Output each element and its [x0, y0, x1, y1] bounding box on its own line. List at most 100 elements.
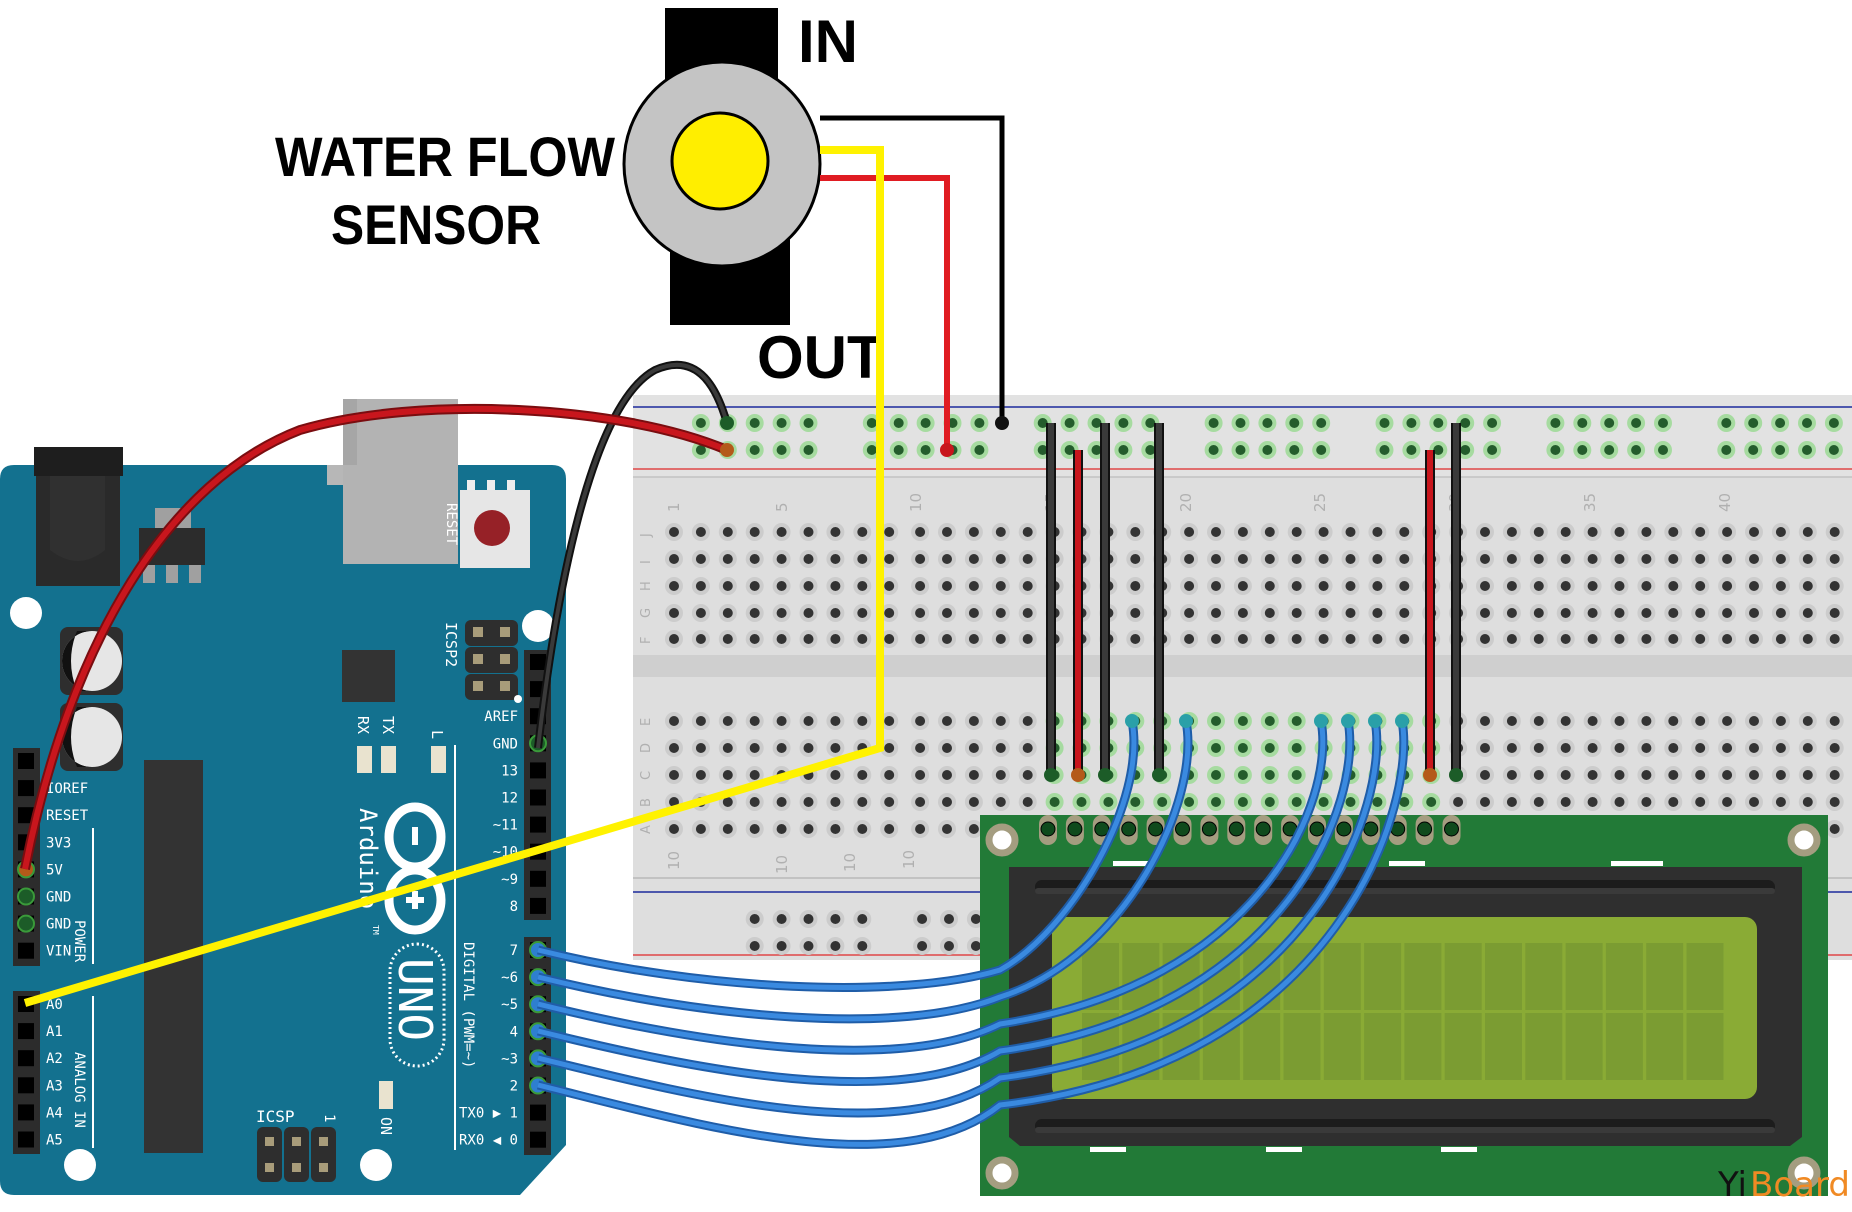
breadboard-hole[interactable] [1600, 441, 1619, 459]
breadboard-hole[interactable] [1798, 793, 1817, 811]
breadboard-hole[interactable] [913, 937, 932, 955]
breadboard-hole[interactable] [1476, 604, 1494, 622]
breadboard-hole[interactable] [772, 577, 791, 595]
breadboard-hole[interactable] [1771, 630, 1790, 648]
breadboard-hole[interactable] [991, 793, 1010, 811]
breadboard-hole[interactable] [1502, 766, 1521, 784]
breadboard-hole[interactable] [745, 793, 764, 811]
breadboard-hole[interactable] [665, 630, 683, 648]
breadboard-hole[interactable] [1476, 550, 1494, 568]
breadboard-hole[interactable] [799, 712, 818, 730]
breadboard-hole[interactable] [745, 441, 764, 459]
breadboard-hole[interactable] [940, 910, 958, 928]
breadboard-hole[interactable] [1610, 550, 1629, 568]
breadboard-hole[interactable] [1583, 577, 1602, 595]
breadboard-hole[interactable] [880, 523, 899, 541]
breadboard-hole[interactable] [718, 739, 737, 757]
header-pin[interactable] [530, 816, 546, 833]
breadboard-hole[interactable] [991, 712, 1010, 730]
breadboard-hole[interactable] [964, 604, 983, 622]
breadboard-hole[interactable] [1233, 550, 1252, 568]
breadboard-hole[interactable] [1287, 604, 1306, 622]
breadboard-hole[interactable] [1045, 793, 1064, 811]
breadboard-hole[interactable] [1476, 766, 1494, 784]
breadboard-hole[interactable] [1204, 414, 1223, 432]
breadboard-hole[interactable] [880, 604, 899, 622]
breadboard-hole[interactable] [1718, 712, 1737, 730]
breadboard-hole[interactable] [1771, 766, 1790, 784]
breadboard-hole[interactable] [1745, 523, 1763, 541]
breadboard-hole[interactable] [1798, 712, 1817, 730]
breadboard-hole[interactable] [1207, 766, 1225, 784]
breadboard-hole[interactable] [1691, 577, 1710, 595]
breadboard-hole[interactable] [799, 550, 818, 568]
breadboard-hole[interactable] [1825, 712, 1844, 730]
breadboard-hole[interactable] [911, 712, 930, 730]
breadboard-hole[interactable] [1745, 577, 1763, 595]
breadboard-hole[interactable] [1476, 630, 1494, 648]
breadboard-hole[interactable] [1798, 766, 1817, 784]
breadboard-hole[interactable] [1260, 712, 1279, 730]
breadboard-hole[interactable] [1610, 577, 1629, 595]
breadboard-hole[interactable] [938, 820, 956, 838]
breadboard-hole[interactable] [1556, 766, 1575, 784]
breadboard-hole[interactable] [964, 793, 983, 811]
breadboard-hole[interactable] [1771, 739, 1790, 757]
breadboard-hole[interactable] [853, 630, 872, 648]
breadboard-hole[interactable] [1825, 820, 1844, 838]
breadboard-hole[interactable] [1476, 793, 1494, 811]
breadboard-hole[interactable] [940, 937, 958, 955]
breadboard-hole[interactable] [1126, 630, 1145, 648]
breadboard-hole[interactable] [691, 604, 710, 622]
breadboard-hole[interactable] [991, 739, 1010, 757]
breadboard-hole[interactable] [1771, 414, 1790, 432]
breadboard-hole[interactable] [1126, 550, 1145, 568]
breadboard-hole[interactable] [745, 523, 764, 541]
breadboard-hole[interactable] [1556, 739, 1575, 757]
breadboard-hole[interactable] [799, 910, 818, 928]
breadboard-hole[interactable] [1314, 793, 1333, 811]
breadboard-hole[interactable] [1287, 766, 1306, 784]
breadboard-hole[interactable] [1018, 630, 1037, 648]
breadboard-hole[interactable] [772, 550, 791, 568]
breadboard-hole[interactable] [911, 766, 930, 784]
breadboard-hole[interactable] [1341, 604, 1360, 622]
breadboard-hole[interactable] [799, 523, 818, 541]
breadboard-hole[interactable] [1610, 793, 1629, 811]
breadboard-hole[interactable] [1556, 712, 1575, 730]
breadboard-hole[interactable] [1375, 441, 1394, 459]
breadboard-hole[interactable] [991, 577, 1010, 595]
breadboard-hole[interactable] [964, 739, 983, 757]
breadboard-hole[interactable] [1718, 630, 1737, 648]
breadboard-hole[interactable] [1502, 739, 1521, 757]
breadboard-hole[interactable] [1312, 441, 1331, 459]
breadboard-hole[interactable] [880, 739, 899, 757]
breadboard-hole[interactable] [1314, 604, 1333, 622]
breadboard-hole[interactable] [1285, 441, 1304, 459]
breadboard-hole[interactable] [772, 630, 791, 648]
breadboard-hole[interactable] [772, 712, 791, 730]
breadboard-hole[interactable] [1260, 523, 1279, 541]
breadboard-hole[interactable] [1341, 577, 1360, 595]
breadboard-hole[interactable] [1018, 550, 1037, 568]
breadboard-hole[interactable] [1825, 739, 1844, 757]
breadboard-hole[interactable] [1476, 739, 1494, 757]
breadboard-hole[interactable] [1502, 630, 1521, 648]
breadboard-hole[interactable] [1637, 550, 1656, 568]
breadboard-hole[interactable] [1395, 523, 1414, 541]
breadboard-hole[interactable] [745, 550, 764, 568]
breadboard-hole[interactable] [880, 630, 899, 648]
breadboard-hole[interactable] [826, 630, 845, 648]
breadboard-hole[interactable] [1745, 712, 1763, 730]
breadboard-hole[interactable] [1287, 630, 1306, 648]
breadboard-hole[interactable] [1627, 414, 1646, 432]
breadboard-hole[interactable] [772, 739, 791, 757]
breadboard-hole[interactable] [1368, 523, 1387, 541]
breadboard-hole[interactable] [1287, 550, 1306, 568]
breadboard-hole[interactable] [1637, 604, 1656, 622]
breadboard-hole[interactable] [718, 766, 737, 784]
breadboard-hole[interactable] [1368, 577, 1387, 595]
breadboard-hole[interactable] [911, 550, 930, 568]
breadboard-hole[interactable] [1583, 550, 1602, 568]
breadboard-hole[interactable] [991, 550, 1010, 568]
